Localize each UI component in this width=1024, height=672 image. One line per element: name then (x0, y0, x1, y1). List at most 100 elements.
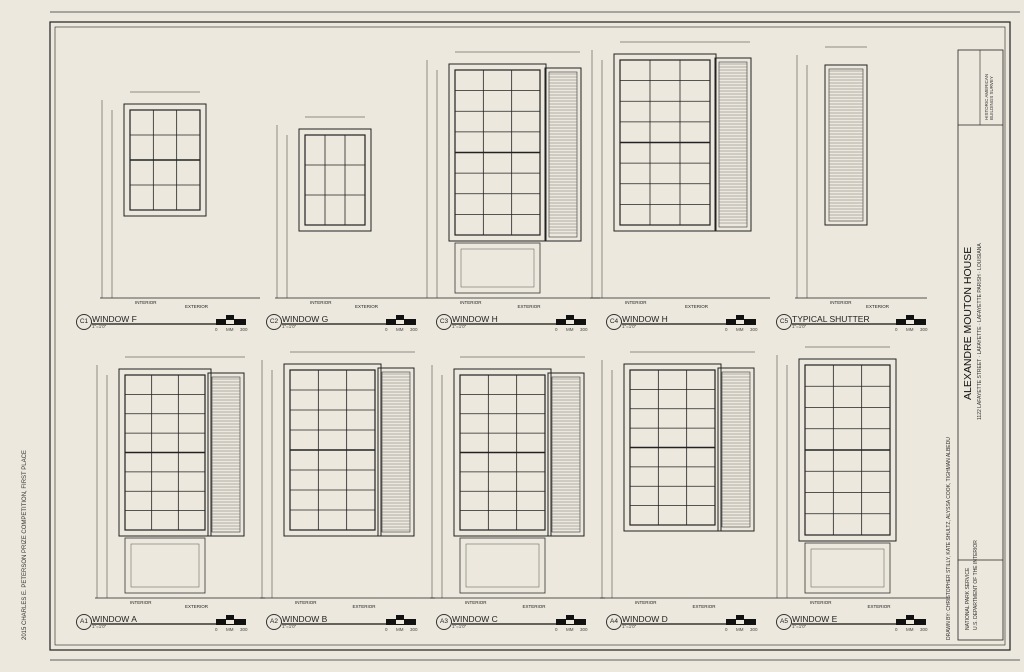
scale-start: 0 (725, 627, 728, 632)
margin-note: 2015 CHARLES E. PETERSON PRIZE COMPETITI… (22, 450, 28, 640)
view-marker: C1 (76, 314, 92, 330)
scale-start: 0 (895, 327, 898, 332)
view-scale: 1"=1'0" (452, 324, 467, 329)
scale-unit: MM (226, 327, 234, 332)
view-scale: 1"=1'0" (792, 624, 807, 629)
view-marker: C3 (436, 314, 452, 330)
view-marker: A4 (606, 614, 622, 630)
view-marker: A3 (436, 614, 452, 630)
window-elevation-a4 (600, 351, 775, 625)
scale-end: 300 (920, 327, 928, 332)
interior-label: INTERIOR (310, 300, 332, 305)
scale-end: 300 (240, 327, 248, 332)
scale-bar (726, 615, 756, 625)
view-title: WINDOW A (92, 614, 137, 624)
window-elevation-c5 (792, 46, 927, 325)
scale-start: 0 (555, 327, 558, 332)
view-title: WINDOW G (282, 314, 329, 324)
view-scale: 1"=1'0" (452, 624, 467, 629)
scale-start: 0 (385, 327, 388, 332)
scale-unit: MM (906, 327, 914, 332)
view-marker: C2 (266, 314, 282, 330)
scale-unit: MM (396, 327, 404, 332)
window-elevation-c3 (425, 51, 600, 325)
window-elevation-a1 (92, 356, 265, 625)
view-title: WINDOW H (452, 314, 498, 324)
window-elevation-c4 (590, 41, 770, 325)
scale-end: 300 (410, 627, 418, 632)
exterior-label: EXTERIOR (355, 304, 379, 309)
view-title: WINDOW D (622, 614, 668, 624)
view-marker: C4 (606, 314, 622, 330)
exterior-label: EXTERIOR (522, 604, 546, 609)
scale-bar (216, 615, 246, 625)
scale-bar (386, 615, 416, 625)
window-elevation-c1 (92, 91, 260, 325)
view-marker: C5 (776, 314, 792, 330)
scale-start: 0 (215, 327, 218, 332)
interior-label: INTERIOR (460, 300, 482, 305)
view-scale: 1"=1'0" (622, 624, 637, 629)
interior-label: INTERIOR (625, 300, 647, 305)
department: U.S. DEPARTMENT OF THE INTERIOR (973, 540, 979, 630)
inner-border (54, 26, 1006, 646)
exterior-label: EXTERIOR (352, 604, 376, 609)
title-block (957, 49, 1004, 641)
exterior-label: EXTERIOR (867, 604, 891, 609)
view-marker: A5 (776, 614, 792, 630)
interior-label: INTERIOR (130, 600, 152, 605)
view-scale: 1"=1'0" (92, 324, 107, 329)
scale-start: 0 (215, 627, 218, 632)
exterior-label: EXTERIOR (185, 604, 209, 609)
window-elevation-a5 (775, 346, 950, 625)
scale-bar (386, 315, 416, 325)
agency: NATIONAL PARK SERVICE (965, 567, 971, 630)
scale-start: 0 (385, 627, 388, 632)
scale-end: 300 (410, 327, 418, 332)
view-title: TYPICAL SHUTTER (792, 314, 870, 324)
scale-start: 0 (725, 327, 728, 332)
view-scale: 1"=1'0" (282, 624, 297, 629)
scale-unit: MM (396, 627, 404, 632)
scale-unit: MM (736, 627, 744, 632)
scale-end: 300 (750, 627, 758, 632)
sheet-border (49, 21, 1011, 651)
window-elevation-c2 (275, 116, 425, 325)
interior-label: INTERIOR (465, 600, 487, 605)
view-scale: 1"=1'0" (792, 324, 807, 329)
interior-label: INTERIOR (295, 600, 317, 605)
view-title: WINDOW E (792, 614, 838, 624)
scale-end: 300 (240, 627, 248, 632)
scale-end: 300 (580, 327, 588, 332)
drawn-by: DRAWN BY: CHRISTOPHER STILLY, KATE SHULT… (946, 437, 952, 640)
window-elevation-a2 (260, 351, 435, 625)
scale-bar (556, 615, 586, 625)
view-title: WINDOW F (92, 314, 137, 324)
scale-unit: MM (736, 327, 744, 332)
exterior-label: EXTERIOR (866, 304, 890, 309)
view-marker: A1 (76, 614, 92, 630)
scale-bar (726, 315, 756, 325)
exterior-label: EXTERIOR (692, 604, 716, 609)
scale-end: 300 (920, 627, 928, 632)
interior-label: INTERIOR (135, 300, 157, 305)
sheet-title: ALEXANDRE MOUTON HOUSE (962, 246, 974, 400)
view-scale: 1"=1'0" (92, 624, 107, 629)
interior-label: INTERIOR (830, 300, 852, 305)
view-marker: A2 (266, 614, 282, 630)
exterior-label: EXTERIOR (185, 304, 209, 309)
scale-start: 0 (555, 627, 558, 632)
window-elevation-a3 (430, 356, 605, 625)
scale-unit: MM (226, 627, 234, 632)
survey-label: HISTORIC AMERICAN BUILDINGS SURVEY (984, 73, 994, 120)
interior-label: INTERIOR (635, 600, 657, 605)
view-title: WINDOW H (622, 314, 668, 324)
scale-end: 300 (580, 627, 588, 632)
scale-end: 300 (750, 327, 758, 332)
scale-unit: MM (566, 627, 574, 632)
view-title: WINDOW C (452, 614, 498, 624)
view-scale: 1"=1'0" (622, 324, 637, 329)
view-title: WINDOW B (282, 614, 328, 624)
interior-label: INTERIOR (810, 600, 832, 605)
